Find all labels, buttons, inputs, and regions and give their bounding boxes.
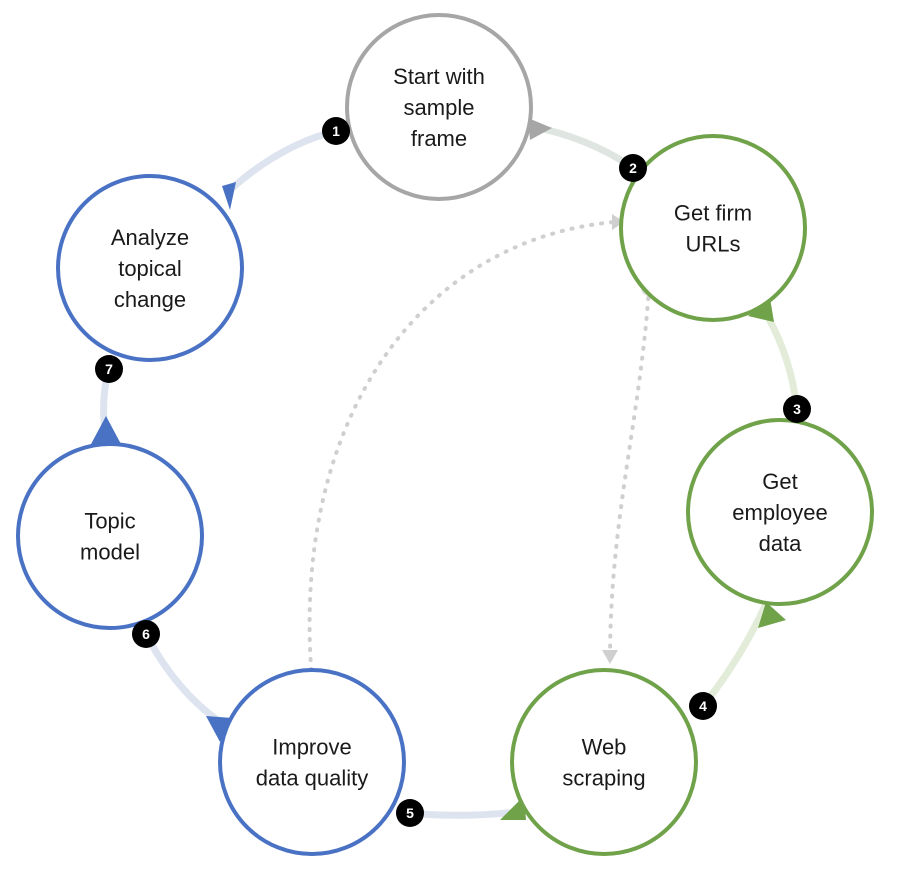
step-number-badge-7: 7 [95,355,123,383]
connector-arrowhead-3 [758,602,786,628]
step-number-badge-1: 1 [322,117,350,145]
step-label-line: Web [582,735,627,760]
feedback-link-improve-to-urls-arrowhead [612,214,624,230]
step-node-4[interactable]: Web scraping [510,668,698,856]
connector-4 [406,808,522,819]
step-label-line: change [114,287,186,312]
step-node-7[interactable]: Analyze topical change [56,174,244,362]
step-label-line: model [80,540,140,565]
step-circle [345,13,533,201]
step-label-line: data [759,531,803,556]
connector-arrowhead-6 [90,416,122,446]
badge-circle [396,799,424,827]
badge-number: 7 [105,361,113,377]
connector-arrowhead-1 [528,118,552,140]
step-node-6[interactable]: Topic model [16,442,204,630]
step-label-line: frame [411,126,467,151]
step-label-line: employee [732,500,827,525]
step-node-3[interactable]: Get employee data [686,418,874,606]
badges-layer: 1 2 3 4 5 6 7 [95,117,811,827]
badge-number: 3 [793,401,801,417]
badge-circle [783,395,811,423]
step-node-5[interactable]: Improve data quality [218,668,406,856]
connector-5 [142,630,224,726]
step-label-line: data quality [256,766,369,791]
badge-circle [619,154,647,182]
step-circle [619,134,807,322]
step-label-line: Analyze [111,225,189,250]
step-number-badge-4: 4 [689,692,717,720]
badge-circle [132,620,160,648]
badge-number: 6 [142,626,150,642]
step-number-badge-6: 6 [132,620,160,648]
step-label-line: URLs [685,232,740,257]
connector-1 [526,122,637,172]
step-label-line: Get [762,469,797,494]
feedback-link-urls-to-scraping [608,286,651,662]
badge-number: 5 [406,805,414,821]
badge-circle [689,692,717,720]
badge-number: 1 [332,123,340,139]
step-circle [510,668,698,856]
step-label-line: sample [404,95,475,120]
step-label-line: scraping [562,766,645,791]
badge-circle [95,355,123,383]
step-label-line: topical [118,256,182,281]
feedback-link-urls-to-scraping-arrowhead [602,650,618,664]
connector-arrowhead-7 [222,182,236,210]
connector-7 [226,127,340,194]
step-number-badge-2: 2 [619,154,647,182]
step-label-line: Topic [84,509,135,534]
step-circle [16,442,204,630]
step-label-line: Get firm [674,201,752,226]
step-number-badge-3: 3 [783,395,811,423]
step-node-1[interactable]: Start with sample frame [345,13,533,201]
step-circle [686,418,874,606]
badge-circle [322,117,350,145]
badge-number: 2 [629,160,637,176]
step-circle [218,668,406,856]
connector-arrowhead-5 [206,716,232,742]
feedback-link-improve-to-urls [307,220,616,682]
step-label-line: Start with [393,64,485,89]
feedback-links-layer [304,214,657,688]
step-number-badge-5: 5 [396,799,424,827]
badge-number: 4 [699,698,707,714]
step-label-line: Improve [272,735,351,760]
connector-3 [699,600,770,710]
step-circle [56,174,244,362]
